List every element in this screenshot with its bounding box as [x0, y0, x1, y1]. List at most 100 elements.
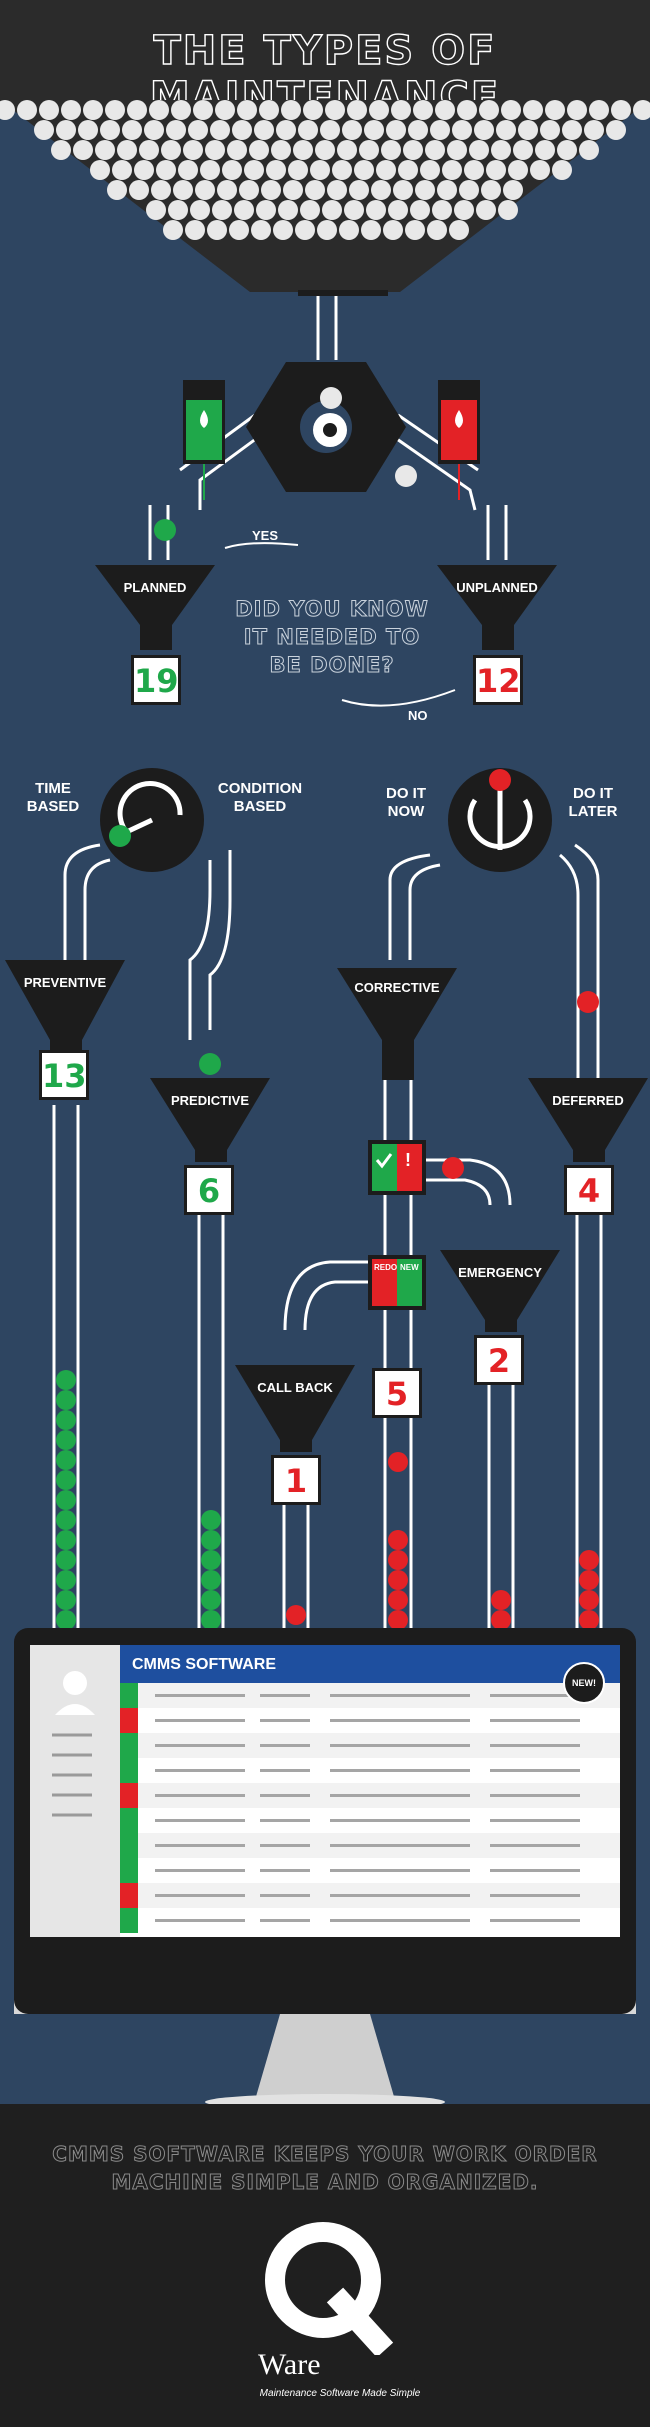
hopper-ball — [408, 120, 428, 140]
planned-funnel — [95, 565, 215, 650]
preventive-ball — [56, 1370, 76, 1390]
emergency-funnel — [440, 1250, 560, 1332]
hopper-ball — [320, 120, 340, 140]
no-arrow — [341, 689, 456, 707]
predictive-ball — [201, 1570, 221, 1590]
hopper-ball — [139, 140, 159, 160]
hopper-ball — [185, 220, 205, 240]
alert-icon: ! — [405, 1150, 411, 1170]
status-stripe — [120, 1858, 138, 1883]
header-bar — [0, 0, 650, 110]
hopper-ball — [134, 160, 154, 180]
hopper-ball — [391, 100, 411, 120]
table-cell-placeholder — [490, 1919, 580, 1922]
hopper-ball — [452, 120, 472, 140]
hopper-ball — [337, 140, 357, 160]
hopper-ball — [105, 100, 125, 120]
table-cell-placeholder — [155, 1869, 245, 1872]
table-cell-placeholder — [260, 1769, 310, 1772]
hopper-ball — [305, 180, 325, 200]
new-badge[interactable]: NEW! — [563, 1662, 605, 1704]
hopper-ball — [486, 160, 506, 180]
monitor-stand — [255, 2014, 395, 2100]
emergency-count: 2 — [474, 1335, 524, 1385]
hopper-ball — [315, 140, 335, 160]
hopper-ball — [259, 100, 279, 120]
preventive-ball — [56, 1390, 76, 1410]
hopper-ball — [254, 120, 274, 140]
table-cell-placeholder — [330, 1744, 470, 1747]
hopper-ball — [17, 100, 37, 120]
predictive-label: PREDICTIVE — [170, 1093, 249, 1108]
footer — [0, 2104, 650, 2427]
table-cell-placeholder — [155, 1794, 245, 1797]
hopper-ball — [557, 140, 577, 160]
hopper-ball — [552, 160, 572, 180]
hopper-ball — [388, 200, 408, 220]
hopper-ball — [146, 200, 166, 220]
droplet-icon-red — [455, 410, 463, 428]
hopper-ball — [403, 140, 423, 160]
hopper-ball — [474, 120, 494, 140]
preventive-count: 13 — [39, 1050, 89, 1100]
hopper-ball — [405, 220, 425, 240]
hopper-ball — [163, 220, 183, 240]
hopper-ball — [413, 100, 433, 120]
hopper-ball — [193, 100, 213, 120]
hopper-ball — [56, 120, 76, 140]
logo-subtitle: Maintenance Software Made Simple — [259, 2388, 421, 2399]
status-stripe — [120, 1783, 138, 1808]
hopper-ball — [398, 160, 418, 180]
hopper-ball — [237, 100, 257, 120]
hopper-ball — [151, 180, 171, 200]
redo-new-count: 5 — [372, 1368, 422, 1418]
hopper-ball — [476, 200, 496, 220]
predictive-funnel — [150, 1078, 270, 1162]
hopper-ball — [234, 200, 254, 220]
hopper-ball — [283, 180, 303, 200]
cmms-title: CMMS SOFTWARE — [132, 1656, 276, 1673]
hopper-ball — [342, 120, 362, 140]
hopper-ball — [281, 100, 301, 120]
hopper-ball — [210, 120, 230, 140]
hopper-ball — [295, 220, 315, 240]
predictive-ball — [201, 1590, 221, 1610]
hopper-ball — [156, 160, 176, 180]
hopper-ball — [200, 160, 220, 180]
table-cell-placeholder — [330, 1769, 470, 1772]
table-cell-placeholder — [260, 1819, 310, 1822]
deferred-label: DEFERRED — [552, 1093, 624, 1108]
hopper-ball — [508, 160, 528, 180]
table-cell-placeholder — [330, 1794, 470, 1797]
table-cell-placeholder — [260, 1919, 310, 1922]
table-cell-placeholder — [155, 1769, 245, 1772]
hopper-ball — [567, 100, 587, 120]
hopper-ball — [359, 140, 379, 160]
hopper-ball — [611, 100, 631, 120]
predictive-count: 6 — [184, 1165, 234, 1215]
status-stripe — [120, 1808, 138, 1833]
hopper-ball — [107, 180, 127, 200]
status-stripe — [120, 1733, 138, 1758]
hopper-ball — [244, 160, 264, 180]
hopper-ball — [442, 160, 462, 180]
hopper-ball — [34, 120, 54, 140]
hopper-ball — [584, 120, 604, 140]
predictive-ball — [201, 1530, 221, 1550]
predictive-ball — [201, 1610, 221, 1630]
call-back-ball — [286, 1605, 306, 1625]
hopper-ball — [498, 200, 518, 220]
table-cell-placeholder — [330, 1844, 470, 1847]
call-back-count: 1 — [271, 1455, 321, 1505]
hopper-ball — [364, 120, 384, 140]
hopper-ball — [173, 180, 193, 200]
hopper-ball — [479, 100, 499, 120]
table-cell-placeholder — [490, 1719, 580, 1722]
call-back-label: CALL BACK — [257, 1380, 333, 1395]
hopper-ball — [339, 220, 359, 240]
table-cell-placeholder — [330, 1719, 470, 1722]
